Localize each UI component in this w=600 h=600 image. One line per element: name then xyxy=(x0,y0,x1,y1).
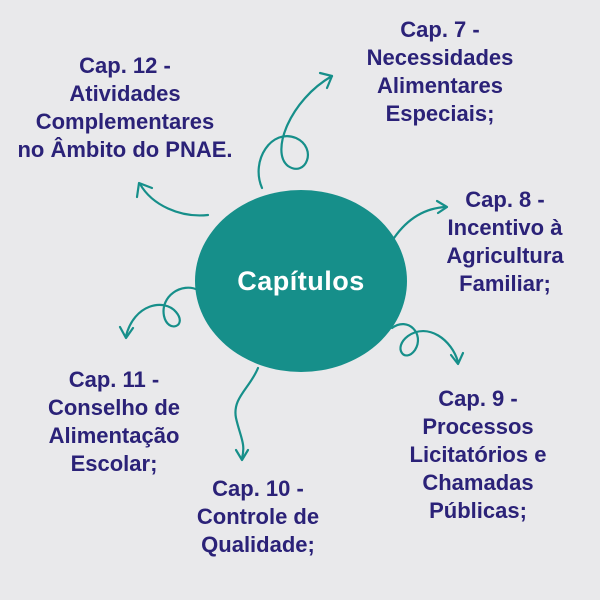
chapter-9-label: Cap. 9 - Processos Licitatórios e Chamad… xyxy=(378,385,578,525)
center-circle: Capítulos xyxy=(195,190,407,372)
chapter-7-label: Cap. 7 - Necessidades Alimentares Especi… xyxy=(340,16,540,128)
chapter-8-label: Cap. 8 - Incentivo à Agricultura Familia… xyxy=(420,186,590,298)
center-title: Capítulos xyxy=(237,265,365,296)
chapter-11-line: Escolar; xyxy=(70,451,158,476)
chapter-12-line: no Âmbito do PNAE. xyxy=(17,137,233,162)
chapter-12-line: Atividades xyxy=(69,81,181,106)
chapter-12-line: Complementares xyxy=(35,109,215,134)
chapter-11-line: Cap. 11 - xyxy=(68,367,160,392)
chapter-9-line: Públicas; xyxy=(429,498,527,523)
chapter-8-line: Cap. 8 - xyxy=(465,187,545,212)
chapter-8-line: Incentivo à xyxy=(447,215,563,240)
chapter-11-line: Alimentação xyxy=(48,423,180,448)
chapter-7-line: Cap. 7 - xyxy=(400,17,480,42)
chapter-7-line: Alimentares xyxy=(377,73,503,98)
chapter-12-line: Cap. 12 - xyxy=(79,53,171,78)
chapter-8-line: Familiar; xyxy=(459,271,551,296)
chapter-8-line: Agricultura xyxy=(446,243,564,268)
arrow-to-cap7 xyxy=(257,71,334,190)
chapter-11-line: Conselho de xyxy=(47,395,180,420)
chapter-9-line: Licitatórios e xyxy=(409,442,547,467)
chapter-10-line: Qualidade; xyxy=(201,532,315,557)
chapter-7-line: Necessidades xyxy=(366,45,514,70)
chapter-9-line: Processos xyxy=(422,414,534,439)
chapter-7-line: Especiais; xyxy=(385,101,495,126)
arrow-to-cap8 xyxy=(392,199,449,240)
chapter-11-label: Cap. 11 - Conselho de Alimentação Escola… xyxy=(24,366,204,478)
chapter-9-line: Cap. 9 - xyxy=(438,386,518,411)
chapter-10-line: Cap. 10 - xyxy=(212,476,304,501)
chapter-10-line: Controle de xyxy=(196,504,320,529)
arrow-to-cap10 xyxy=(234,366,260,462)
arrow-to-cap12 xyxy=(135,181,210,217)
arrow-to-cap9 xyxy=(390,323,465,366)
chapter-10-label: Cap. 10 - Controle de Qualidade; xyxy=(168,475,348,559)
chapter-9-line: Chamadas xyxy=(422,470,534,495)
chapter-12-label: Cap. 12 - Atividades Complementares no Â… xyxy=(0,52,250,164)
arrow-to-cap11 xyxy=(118,286,200,340)
